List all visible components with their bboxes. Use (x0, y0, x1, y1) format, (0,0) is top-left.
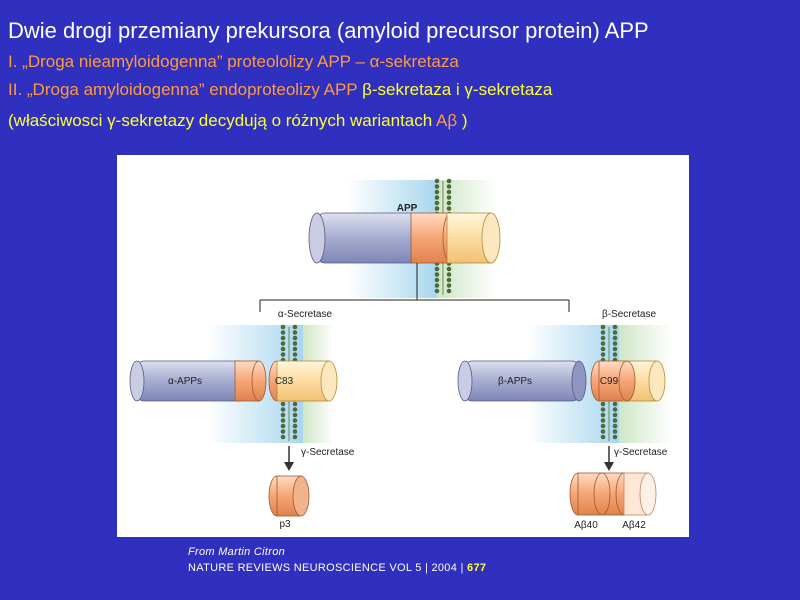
beta-apps-label: β-APPs (498, 376, 532, 387)
credit-author: From Martin Citron (188, 546, 286, 558)
path-1-line: I. „Droga nieamyloidogenna” proteololizy… (8, 52, 459, 71)
beta-secretase-label: β-Secretase (602, 309, 657, 320)
alpha-apps-label: α-APPs (168, 376, 202, 387)
path-2-line: II. „Droga amyloidogenna” endoproteolizy… (8, 80, 552, 100)
app-molecule (308, 212, 501, 264)
beta-apps-molecule (457, 360, 587, 402)
alpha-secretase-label: α-Secretase (278, 309, 333, 320)
gamma-secretase-left-label: γ-Secretase (301, 447, 355, 458)
app-processing-diagram: APP α-Secretase β-Secretase α-APPs C83 β… (129, 178, 671, 531)
abeta42-label: Aβ42 (622, 520, 646, 531)
c83-label: C83 (275, 376, 294, 387)
abeta40-fragment (569, 472, 625, 516)
p3-fragment (268, 475, 310, 517)
processing-tree-lines (259, 263, 570, 312)
gamma-note-line: (właściwosci γ-sekretazy decydują o różn… (8, 111, 468, 131)
alpha-apps-molecule (129, 360, 267, 402)
c83-molecule (268, 360, 338, 402)
c99-label: C99 (600, 376, 619, 387)
gamma-arrow-right (604, 446, 614, 471)
app-label: APP (397, 203, 418, 214)
gamma-arrow-left (284, 446, 294, 471)
c99-molecule (590, 360, 666, 402)
credit-journal: NATURE REVIEWS NEUROSCIENCE VOL 5 | 2004… (188, 562, 468, 574)
credit-page: 677 (467, 562, 487, 574)
gamma-secretase-right-label: γ-Secretase (614, 447, 668, 458)
path-2-enzymes: β-sekretaza i γ-sekretaza (362, 80, 553, 99)
gamma-note-text: (właściwosci γ-sekretazy decydują o różn… (8, 111, 437, 130)
app-processing-figure: APP α-Secretase β-Secretase α-APPs C83 β… (117, 155, 689, 537)
ab-variant: Aβ (436, 111, 458, 130)
path-2-label: II. „Droga amyloidogenna” endoproteolizy… (8, 80, 363, 99)
slide-title: Dwie drogi przemiany prekursora (amyloid… (8, 18, 649, 43)
credit-journal-line: NATURE REVIEWS NEUROSCIENCE VOL 5 | 2004… (188, 562, 486, 574)
abeta40-label: Aβ40 (574, 520, 598, 531)
gamma-note-close: ) (457, 111, 468, 130)
p3-label: p3 (279, 519, 291, 530)
abeta42-fragment (615, 472, 657, 516)
